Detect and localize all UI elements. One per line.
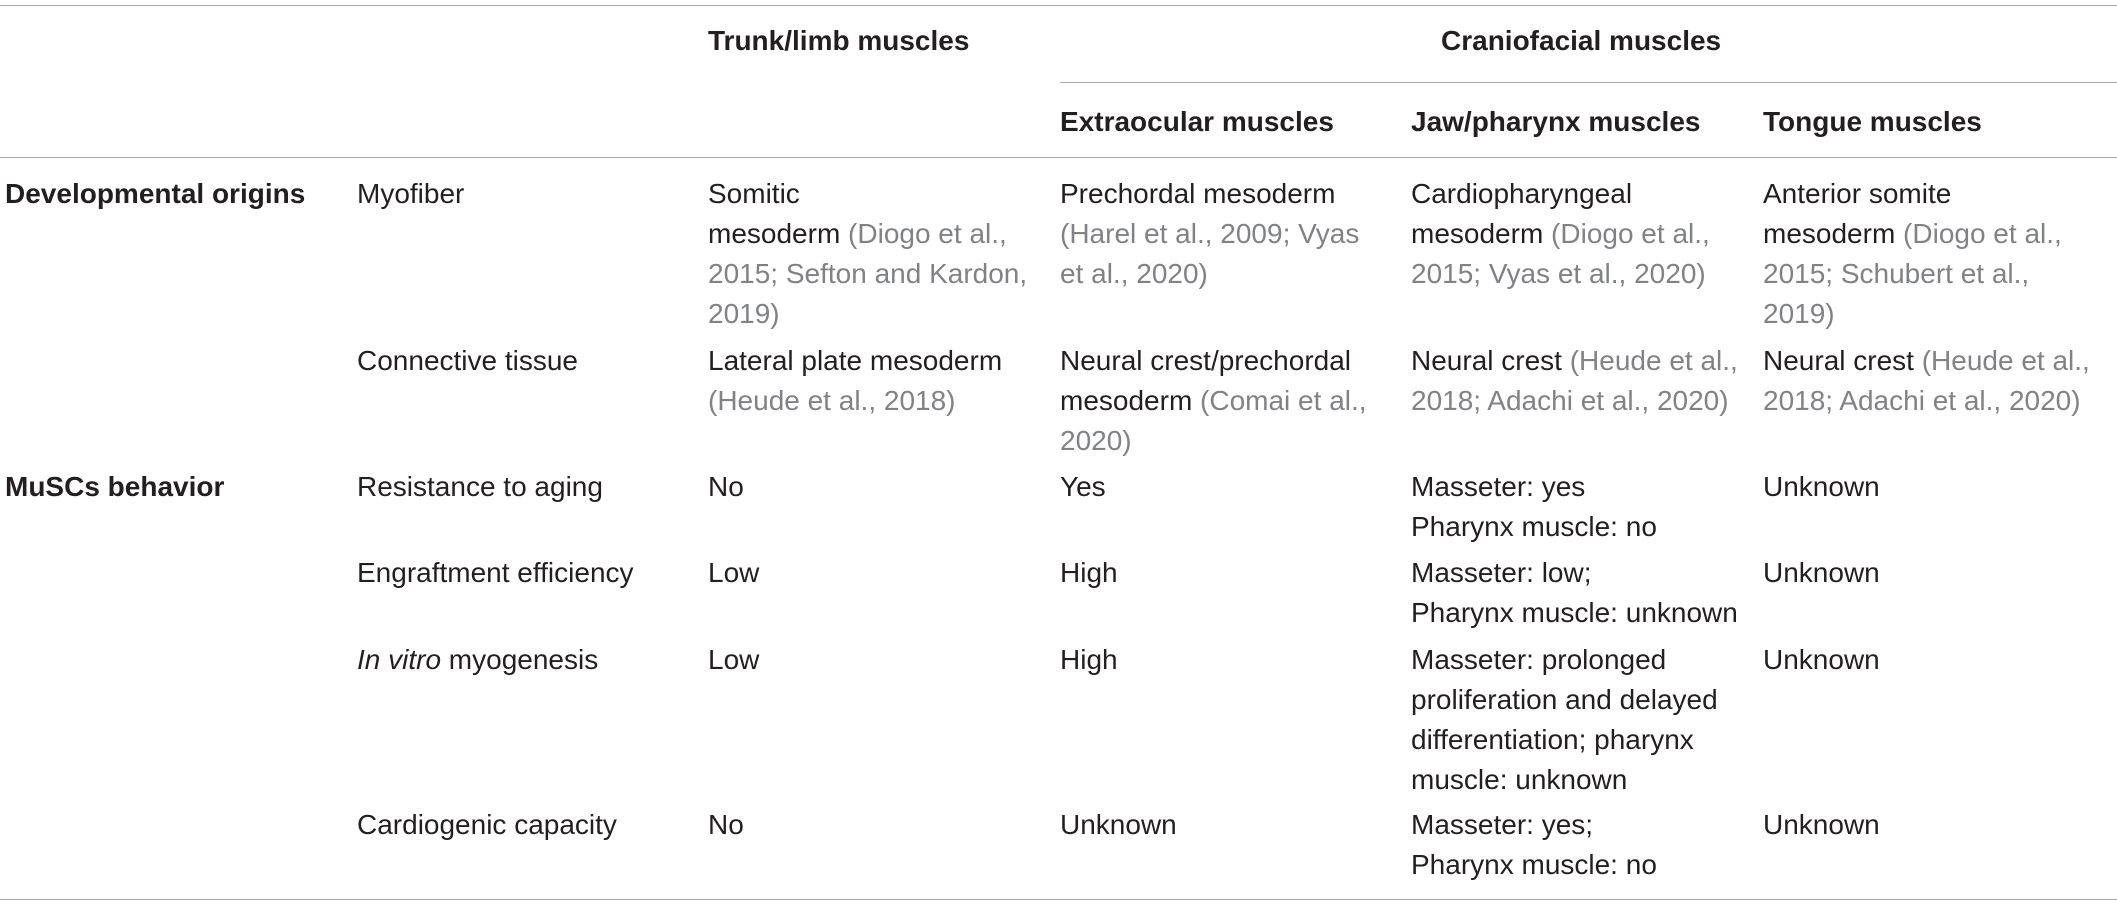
citation: 2015; Sefton and Kardon, bbox=[708, 258, 1028, 289]
top-rule bbox=[0, 5, 2117, 6]
cell-text: Neural crest/prechordal bbox=[1060, 345, 1352, 376]
connective-tongue-cell: Neural crest (Heude et al., 2018; Adachi… bbox=[1763, 341, 2090, 421]
craniofacial-underline bbox=[1060, 82, 2117, 83]
row-label-connective-tissue: Connective tissue bbox=[357, 345, 579, 376]
citation: (Diogo et al., bbox=[1903, 218, 2062, 249]
group-developmental-origins: Developmental origins bbox=[5, 178, 306, 209]
citation: 2018; Adachi et al., 2020) bbox=[1763, 385, 2081, 416]
citation: (Heude et al., bbox=[1921, 345, 2090, 376]
italic-term: In vitro bbox=[357, 644, 442, 675]
header-bottom-rule bbox=[0, 157, 2117, 158]
myofiber-tongue-cell: Anterior somite mesoderm (Diogo et al., … bbox=[1763, 174, 2062, 334]
citation: (Heude et al., 2018) bbox=[708, 385, 956, 416]
myogenesis-tongue-cell: Unknown bbox=[1763, 644, 1880, 675]
myofiber-extraocular-cell: Prechordal mesoderm (Harel et al., 2009;… bbox=[1060, 174, 1359, 294]
connective-trunk-cell: Lateral plate mesoderm (Heude et al., 20… bbox=[708, 341, 1002, 421]
engraftment-tongue-cell: Unknown bbox=[1763, 557, 1880, 588]
citation: 2015; Vyas et al., 2020) bbox=[1411, 258, 1706, 289]
header-jaw-pharynx: Jaw/pharynx muscles bbox=[1411, 106, 1701, 137]
citation: (Diogo et al., bbox=[1551, 218, 1710, 249]
bottom-rule bbox=[0, 899, 2117, 900]
myogenesis-extraocular-cell: High bbox=[1060, 644, 1118, 675]
citation: 2019) bbox=[1763, 298, 1835, 329]
citation: (Diogo et al., bbox=[848, 218, 1007, 249]
cardiogenic-trunk-cell: No bbox=[708, 809, 744, 840]
citation: (Harel et al., 2009; Vyas bbox=[1060, 218, 1360, 249]
engraftment-extraocular-cell: High bbox=[1060, 557, 1118, 588]
myofiber-trunk-cell: Somitic mesoderm (Diogo et al., 2015; Se… bbox=[708, 174, 1027, 334]
cell-text: muscle: unknown bbox=[1411, 764, 1628, 795]
cell-text: proliferation and delayed bbox=[1411, 684, 1718, 715]
citation: et al., 2020) bbox=[1060, 258, 1208, 289]
row-label-cardiogenic-capacity: Cardiogenic capacity bbox=[357, 809, 617, 840]
myogenesis-trunk-cell: Low bbox=[708, 644, 760, 675]
cardiogenic-extraocular-cell: Unknown bbox=[1060, 809, 1177, 840]
header-extraocular: Extraocular muscles bbox=[1060, 106, 1334, 137]
cell-text: Masseter: yes bbox=[1411, 471, 1586, 502]
label-rest: myogenesis bbox=[441, 644, 599, 675]
cell-text: Prechordal mesoderm bbox=[1060, 178, 1336, 209]
aging-extraocular-cell: Yes bbox=[1060, 471, 1106, 502]
aging-jaw-cell: Masseter: yes Pharynx muscle: no bbox=[1411, 467, 1657, 547]
cell-text: Neural crest bbox=[1411, 345, 1570, 376]
cell-text: Masseter: prolonged bbox=[1411, 644, 1667, 675]
citation: 2020) bbox=[1060, 425, 1132, 456]
cell-text: mesoderm bbox=[708, 218, 849, 249]
cell-text: Masseter: yes; bbox=[1411, 809, 1594, 840]
cell-text: Pharynx muscle: no bbox=[1411, 511, 1657, 542]
myogenesis-jaw-cell: Masseter: prolonged proliferation and de… bbox=[1411, 640, 1718, 800]
citation: 2019) bbox=[708, 298, 780, 329]
row-label-engraftment-efficiency: Engraftment efficiency bbox=[357, 557, 634, 588]
cell-text: Masseter: low; bbox=[1411, 557, 1592, 588]
cell-text: Neural crest bbox=[1763, 345, 1922, 376]
engraftment-jaw-cell: Masseter: low; Pharynx muscle: unknown bbox=[1411, 553, 1738, 633]
citation: 2015; Schubert et al., bbox=[1763, 258, 2030, 289]
cell-text: Anterior somite bbox=[1763, 178, 1952, 209]
aging-trunk-cell: No bbox=[708, 471, 744, 502]
myofiber-jaw-cell: Cardiopharyngeal mesoderm (Diogo et al.,… bbox=[1411, 174, 1710, 294]
cell-text: mesoderm bbox=[1060, 385, 1201, 416]
cell-text: mesoderm bbox=[1763, 218, 1904, 249]
citation: 2018; Adachi et al., 2020) bbox=[1411, 385, 1729, 416]
engraftment-trunk-cell: Low bbox=[708, 557, 760, 588]
connective-jaw-cell: Neural crest (Heude et al., 2018; Adachi… bbox=[1411, 341, 1738, 421]
cardiogenic-jaw-cell: Masseter: yes; Pharynx muscle: no bbox=[1411, 805, 1657, 885]
aging-tongue-cell: Unknown bbox=[1763, 471, 1880, 502]
header-tongue: Tongue muscles bbox=[1763, 106, 1982, 137]
cell-text: Somitic bbox=[708, 178, 800, 209]
cell-text: Cardiopharyngeal bbox=[1411, 178, 1633, 209]
cell-text: Pharynx muscle: no bbox=[1411, 849, 1657, 880]
cell-text: Lateral plate mesoderm bbox=[708, 345, 1003, 376]
row-label-resistance-to-aging: Resistance to aging bbox=[357, 471, 603, 502]
cell-text: differentiation; pharynx bbox=[1411, 724, 1694, 755]
row-label-myofiber: Myofiber bbox=[357, 178, 465, 209]
citation: (Heude et al., bbox=[1569, 345, 1738, 376]
group-muscs-behavior: MuSCs behavior bbox=[5, 471, 225, 502]
header-craniofacial: Craniofacial muscles bbox=[1441, 25, 1722, 56]
row-label-in-vitro-myogenesis: In vitro myogenesis bbox=[357, 640, 598, 680]
cardiogenic-tongue-cell: Unknown bbox=[1763, 809, 1880, 840]
header-trunk-limb: Trunk/limb muscles bbox=[708, 25, 970, 56]
citation: (Comai et al., bbox=[1200, 385, 1367, 416]
cell-text: mesoderm bbox=[1411, 218, 1552, 249]
cell-text: Pharynx muscle: unknown bbox=[1411, 597, 1738, 628]
connective-extraocular-cell: Neural crest/prechordal mesoderm (Comai … bbox=[1060, 341, 1367, 461]
